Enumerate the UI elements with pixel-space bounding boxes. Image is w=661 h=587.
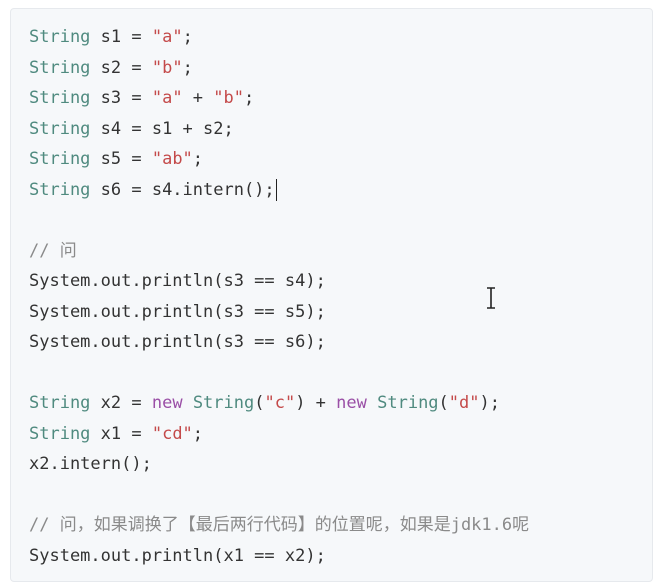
code-line-print: System.out.println(x1 == x2); bbox=[29, 545, 326, 566]
type-keyword: String bbox=[29, 118, 91, 139]
code-text: s1 = bbox=[90, 27, 152, 47]
code-text: s3 = bbox=[90, 88, 152, 108]
string-literal: "d" bbox=[448, 393, 480, 413]
type-keyword: String bbox=[29, 88, 91, 108]
blank-line bbox=[29, 205, 529, 236]
code-comment: // 问，如果调换了【最后两行代码】的位置呢，如果是jdk1.6呢 bbox=[29, 515, 530, 535]
text-caret bbox=[275, 178, 277, 201]
code-line-print: System.out.println(s3 == s4); bbox=[29, 271, 326, 291]
code-text bbox=[367, 393, 377, 413]
code-text bbox=[183, 393, 193, 413]
code-text: s6 = s4.intern(); bbox=[90, 179, 275, 200]
type-keyword: String bbox=[29, 57, 91, 78]
code-text: s5 = bbox=[90, 149, 152, 169]
code-text: s4 = s1 + s2; bbox=[90, 118, 234, 139]
string-literal: "cd" bbox=[151, 423, 193, 444]
new-keyword: new bbox=[336, 393, 367, 413]
new-keyword: new bbox=[151, 393, 183, 413]
code-line-s4: String s4 = s1 + s2; bbox=[29, 114, 529, 145]
code-text: x1 = bbox=[90, 423, 152, 444]
code-content[interactable]: String s1 = "a"; String s2 = "b"; String… bbox=[29, 22, 529, 571]
code-text: ( bbox=[438, 393, 449, 413]
code-text: s2 = bbox=[90, 57, 152, 78]
type-keyword: String bbox=[29, 393, 91, 413]
code-text: ; bbox=[244, 88, 255, 108]
type-keyword: String bbox=[29, 179, 91, 200]
code-comment: // 问 bbox=[29, 240, 77, 261]
code-line-s6: String s6 = s4.intern(); bbox=[29, 175, 529, 206]
string-literal: "c" bbox=[264, 393, 296, 413]
string-literal: "a" bbox=[151, 27, 183, 47]
code-text: ; bbox=[182, 57, 193, 78]
type-keyword: String bbox=[377, 393, 439, 413]
code-line-intern: x2.intern(); bbox=[29, 454, 152, 474]
code-text: ) + bbox=[295, 393, 337, 413]
code-text: ( bbox=[254, 393, 265, 413]
code-text: ; bbox=[182, 27, 193, 47]
code-text: ); bbox=[479, 393, 500, 413]
string-literal: "b" bbox=[151, 57, 183, 78]
code-text: + bbox=[182, 88, 214, 108]
code-line-s1: String s1 = "a"; bbox=[29, 22, 529, 53]
code-text: x2 = bbox=[90, 393, 152, 413]
string-literal: "a" bbox=[151, 88, 183, 108]
code-line-s2: String s2 = "b"; bbox=[29, 53, 529, 84]
text-ibeam-cursor-icon bbox=[487, 287, 495, 309]
blank-line bbox=[29, 358, 529, 389]
type-keyword: String bbox=[29, 423, 91, 444]
code-line-x2: String x2 = new String("c") + new String… bbox=[29, 388, 529, 419]
code-text: ; bbox=[192, 423, 204, 444]
code-text: ; bbox=[192, 149, 204, 169]
code-line-print: System.out.println(s3 == s5); bbox=[29, 301, 326, 322]
type-keyword: String bbox=[29, 149, 91, 169]
type-keyword: String bbox=[192, 393, 255, 413]
string-literal: "b" bbox=[213, 88, 244, 108]
code-line-x1: String x1 = "cd"; bbox=[29, 419, 529, 450]
blank-line bbox=[29, 480, 529, 511]
code-block: String s1 = "a"; String s2 = "b"; String… bbox=[10, 8, 653, 582]
code-line-s3: String s3 = "a" + "b"; bbox=[29, 83, 529, 114]
code-line-print: System.out.println(s3 == s6); bbox=[29, 332, 326, 352]
string-literal: "ab" bbox=[151, 149, 193, 169]
code-line-s5: String s5 = "ab"; bbox=[29, 144, 529, 175]
type-keyword: String bbox=[29, 27, 91, 47]
